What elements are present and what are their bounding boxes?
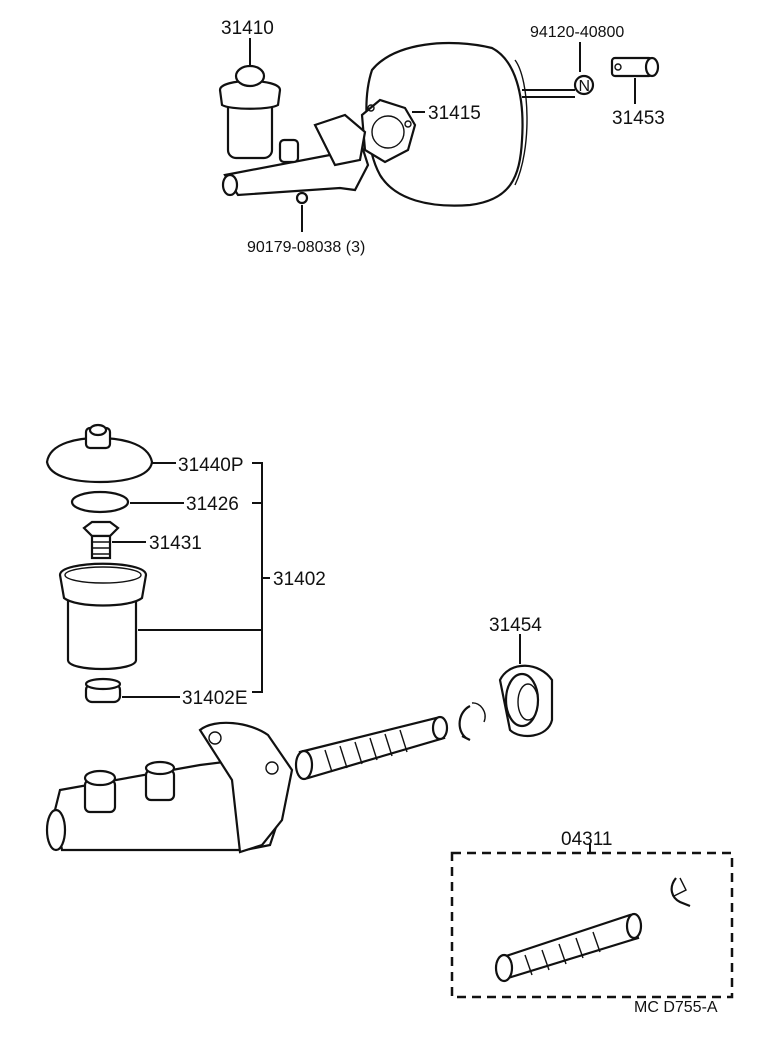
part-number-90179-08038: 90179-08038 (3) <box>247 239 365 256</box>
nut-part: N <box>573 74 595 96</box>
reservoir-cap-part <box>45 423 154 484</box>
part-number-31402: 31402 <box>273 569 326 590</box>
top-assembly: N 31410 94120-40800 31415 31453 90179-08… <box>218 18 665 256</box>
clevis-part <box>610 56 660 78</box>
filter-disc-part <box>70 490 130 514</box>
part-number-31431: 31431 <box>149 533 202 554</box>
master-cylinder-part <box>45 721 294 854</box>
part-number-04311: 04311 <box>561 829 612 850</box>
nut-mark-label: N <box>579 78 591 95</box>
part-number-31453: 31453 <box>612 108 665 129</box>
reservoir-top-part <box>218 64 282 160</box>
reservoir-bolt-part <box>82 520 120 560</box>
part-number-94120-40800: 94120-40800 <box>530 24 624 41</box>
boot-part <box>498 664 554 738</box>
part-number-31454: 31454 <box>489 615 542 636</box>
booster-gasket-part <box>360 98 417 164</box>
part-number-31415: 31415 <box>428 103 481 124</box>
part-number-31410: 31410 <box>221 18 274 39</box>
grommet-part <box>84 677 122 704</box>
reservoir-body-part <box>58 562 148 671</box>
small-nut-part <box>295 191 309 205</box>
snap-ring-part <box>458 705 471 741</box>
diagram-reference-code: MC D755-A <box>634 999 718 1016</box>
exploded-view: 31440P 31426 31431 31402 31402E <box>45 423 734 1016</box>
piston-assembly-part <box>294 715 449 781</box>
brake-booster-part <box>365 41 575 207</box>
part-number-31402E: 31402E <box>182 688 248 709</box>
master-cylinder-top-part <box>221 113 370 197</box>
part-number-31440P: 31440P <box>178 455 244 476</box>
part-number-31426: 31426 <box>186 494 239 515</box>
repair-kit-part <box>450 844 734 999</box>
